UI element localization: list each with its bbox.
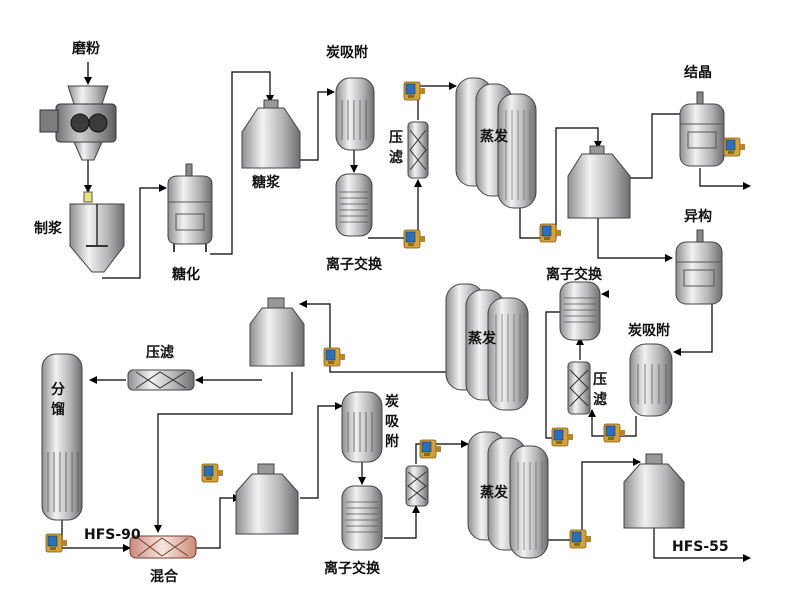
- crystallizer: [679, 91, 725, 167]
- flow-line: [196, 494, 241, 549]
- storage-tank-1: [567, 145, 631, 219]
- flow-monitor-icon: [403, 81, 426, 101]
- flow-monitor-icon: [201, 463, 224, 483]
- fractionation-column: [41, 353, 83, 521]
- flow-monitor-icon: [419, 439, 442, 459]
- flow-line: [292, 88, 335, 161]
- flow-line: [384, 505, 420, 539]
- storage-tank-4: [623, 453, 685, 529]
- label-press-filter-2: 压滤: [593, 372, 607, 408]
- label-evaporator-2: 蒸发: [468, 331, 496, 347]
- evaporator-3: [467, 431, 549, 559]
- ion-exchange-column-3: [341, 485, 383, 551]
- label-hfs-55: HFS-55: [672, 539, 729, 555]
- syrup-tank: [241, 99, 301, 169]
- flow-monitor-icon: [723, 137, 746, 157]
- flow-line: [555, 127, 602, 238]
- label-press-filter-3: 压滤: [146, 345, 174, 361]
- carbon-adsorption-column-2: [629, 343, 673, 417]
- label-syrup: 糖浆: [252, 175, 280, 191]
- flow-line: [102, 184, 167, 279]
- flow-line: [699, 168, 751, 190]
- flow-monitor-icon: [603, 423, 626, 443]
- evaporator-2: [445, 283, 529, 411]
- press-filter-1: [407, 121, 429, 179]
- flow-monitor-icon: [551, 427, 574, 447]
- flow-line: [653, 528, 751, 562]
- label-carbon-adsorption-3: 炭吸附: [385, 394, 399, 450]
- flow-line: [415, 440, 469, 464]
- label-ion-exchange-3: 离子交换: [324, 561, 380, 577]
- flow-line: [300, 402, 343, 499]
- label-isomerize: 异构: [684, 209, 712, 225]
- isomerization-reactor: [675, 229, 723, 305]
- carbon-adsorption-column-3: [341, 391, 383, 463]
- flow-line: [368, 179, 422, 239]
- ion-exchange-column-1: [335, 173, 373, 237]
- storage-tank-3: [235, 463, 299, 535]
- carbon-adsorption-column-1: [335, 77, 375, 151]
- label-carbon-adsorption-2: 炭吸附: [628, 323, 670, 339]
- flow-line: [210, 71, 274, 255]
- evaporator-1: [455, 77, 537, 209]
- saccharify-tank: [167, 163, 213, 252]
- flow-monitor-icon: [45, 533, 68, 553]
- slurry-tank: [69, 191, 125, 273]
- label-slurry: 制浆: [34, 221, 62, 237]
- label-mill: 磨粉: [72, 41, 100, 57]
- label-mix: 混合: [150, 569, 178, 585]
- press-filter-2: [567, 361, 591, 415]
- press-filter-3: [127, 369, 195, 391]
- flow-monitor-icon: [403, 229, 426, 249]
- flow-line: [597, 216, 673, 262]
- flow-line: [154, 372, 293, 533]
- flow-monitor-icon: [569, 529, 592, 549]
- mixer: [129, 535, 197, 559]
- label-ion-exchange-1: 离子交换: [326, 257, 382, 273]
- flow-line: [546, 458, 641, 541]
- flow-line: [630, 110, 691, 179]
- ion-exchange-column-2: [559, 281, 601, 341]
- flow-lines: [61, 62, 751, 562]
- label-crystallize: 结晶: [684, 65, 712, 81]
- label-press-filter-1: 压滤: [389, 130, 403, 166]
- label-saccharify: 糖化: [172, 267, 200, 283]
- flow-monitor-icon: [539, 223, 562, 243]
- press-filter-4: [405, 465, 429, 507]
- label-ion-exchange-2: 离子交换: [546, 267, 602, 283]
- mill-machine: [39, 85, 117, 161]
- flow-line: [299, 300, 446, 373]
- label-carbon-adsorption-1: 炭吸附: [326, 45, 368, 61]
- label-evaporator-3: 蒸发: [480, 485, 508, 501]
- label-evaporator-1: 蒸发: [480, 129, 508, 145]
- storage-tank-2: [249, 297, 305, 367]
- label-hfs-90: HFS-90: [84, 527, 141, 543]
- flow-monitor-icon: [323, 347, 346, 367]
- flow-line: [673, 304, 713, 356]
- flow-line: [545, 311, 562, 439]
- label-fractionate: 分馏: [51, 382, 65, 418]
